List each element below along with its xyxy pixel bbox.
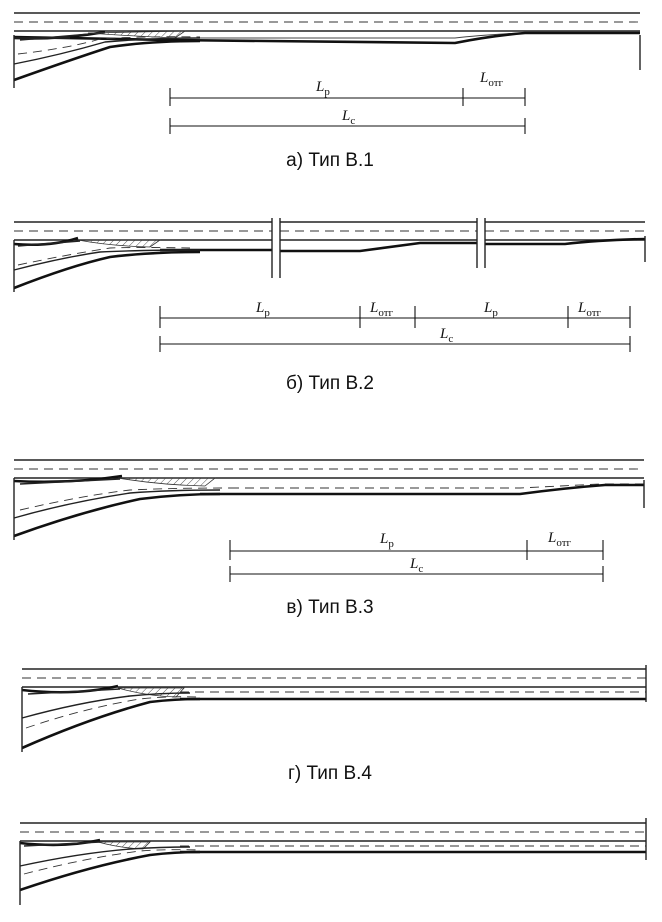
panel-c-caption: в) Тип В.3 bbox=[286, 597, 373, 618]
panel-b-dim-lotg-2: Lотг bbox=[577, 300, 602, 319]
panel-a-dim-lotg: Lотг bbox=[479, 70, 504, 89]
panel-b-caption: б) Тип В.2 bbox=[286, 373, 374, 394]
panel-c-road bbox=[13, 459, 645, 540]
panel-a-caption: а) Тип В.1 bbox=[286, 150, 374, 171]
panel-c-dim-lr: Lр bbox=[379, 531, 394, 550]
panel-b-dim-lc: Lc bbox=[439, 326, 453, 345]
panel-a-dim-lc: Lc bbox=[341, 108, 355, 127]
panel-a-dim-lr: Lр bbox=[315, 79, 330, 98]
panel-b-dim-lr-2: Lр bbox=[483, 300, 498, 319]
panel-b-dimensions bbox=[159, 306, 631, 352]
panel-d-road bbox=[21, 665, 647, 752]
panel-a-road bbox=[13, 12, 641, 88]
panel-c-dim-lotg: Lотг bbox=[547, 530, 572, 549]
panel-c-dim-lc: Lc bbox=[409, 556, 423, 575]
panel-c-dimensions bbox=[229, 540, 604, 582]
panel-d-caption: г) Тип В.4 bbox=[288, 763, 372, 784]
panel-b-dim-lr-1: Lр bbox=[255, 300, 270, 319]
panel-e-road bbox=[19, 818, 647, 905]
panel-a-dimensions bbox=[169, 88, 526, 134]
panel-b-road bbox=[13, 218, 646, 292]
panel-b-dim-lotg-1: Lотг bbox=[369, 300, 394, 319]
